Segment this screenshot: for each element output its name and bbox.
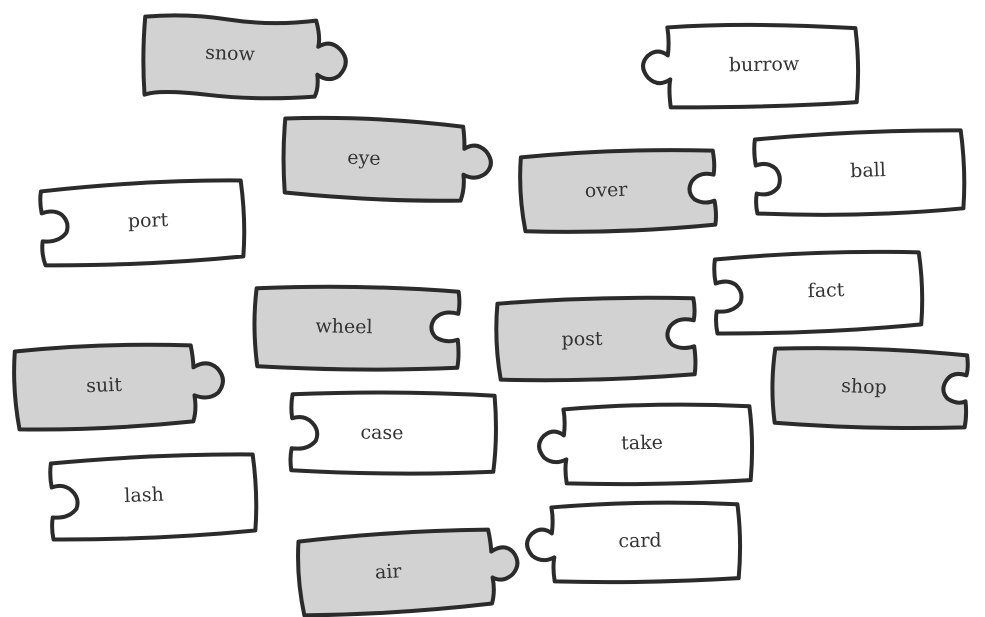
piece-word: air — [374, 560, 403, 583]
piece-word: port — [127, 209, 168, 232]
piece-word: lash — [124, 484, 164, 507]
puzzle-piece-shop[interactable]: shop — [771, 346, 968, 431]
puzzle-piece-eye[interactable]: eye — [282, 116, 492, 203]
piece-word: shop — [841, 375, 887, 399]
puzzle-piece-take[interactable]: take — [538, 403, 752, 486]
puzzle-piece-suit[interactable]: suit — [13, 341, 224, 431]
piece-word: case — [360, 421, 403, 444]
puzzle-piece-over[interactable]: over — [519, 148, 716, 235]
piece-word: post — [561, 328, 603, 351]
piece-word: snow — [205, 42, 256, 66]
puzzle-piece-air[interactable]: air — [297, 527, 520, 617]
piece-word: take — [621, 432, 663, 455]
puzzle-piece-post[interactable]: post — [496, 297, 696, 382]
puzzle-piece-wheel[interactable]: wheel — [254, 285, 460, 371]
piece-word: wheel — [315, 315, 372, 338]
puzzle-piece-snow[interactable]: snow — [142, 14, 347, 102]
piece-word: eye — [347, 147, 381, 170]
puzzle-piece-lash[interactable]: lash — [50, 453, 258, 541]
piece-word: fact — [807, 279, 845, 302]
puzzle-piece-burrow[interactable]: burrow — [642, 23, 858, 109]
piece-word: over — [584, 179, 628, 203]
puzzle-piece-fact[interactable]: fact — [714, 249, 924, 335]
piece-word: ball — [850, 159, 886, 182]
puzzle-piece-ball[interactable]: ball — [754, 129, 966, 218]
piece-word: card — [618, 530, 662, 553]
piece-word: suit — [86, 374, 123, 397]
piece-word: burrow — [729, 53, 800, 76]
puzzle-piece-card[interactable]: card — [526, 501, 740, 584]
puzzle-piece-port[interactable]: port — [40, 179, 246, 267]
puzzle-piece-case[interactable]: case — [290, 391, 496, 476]
